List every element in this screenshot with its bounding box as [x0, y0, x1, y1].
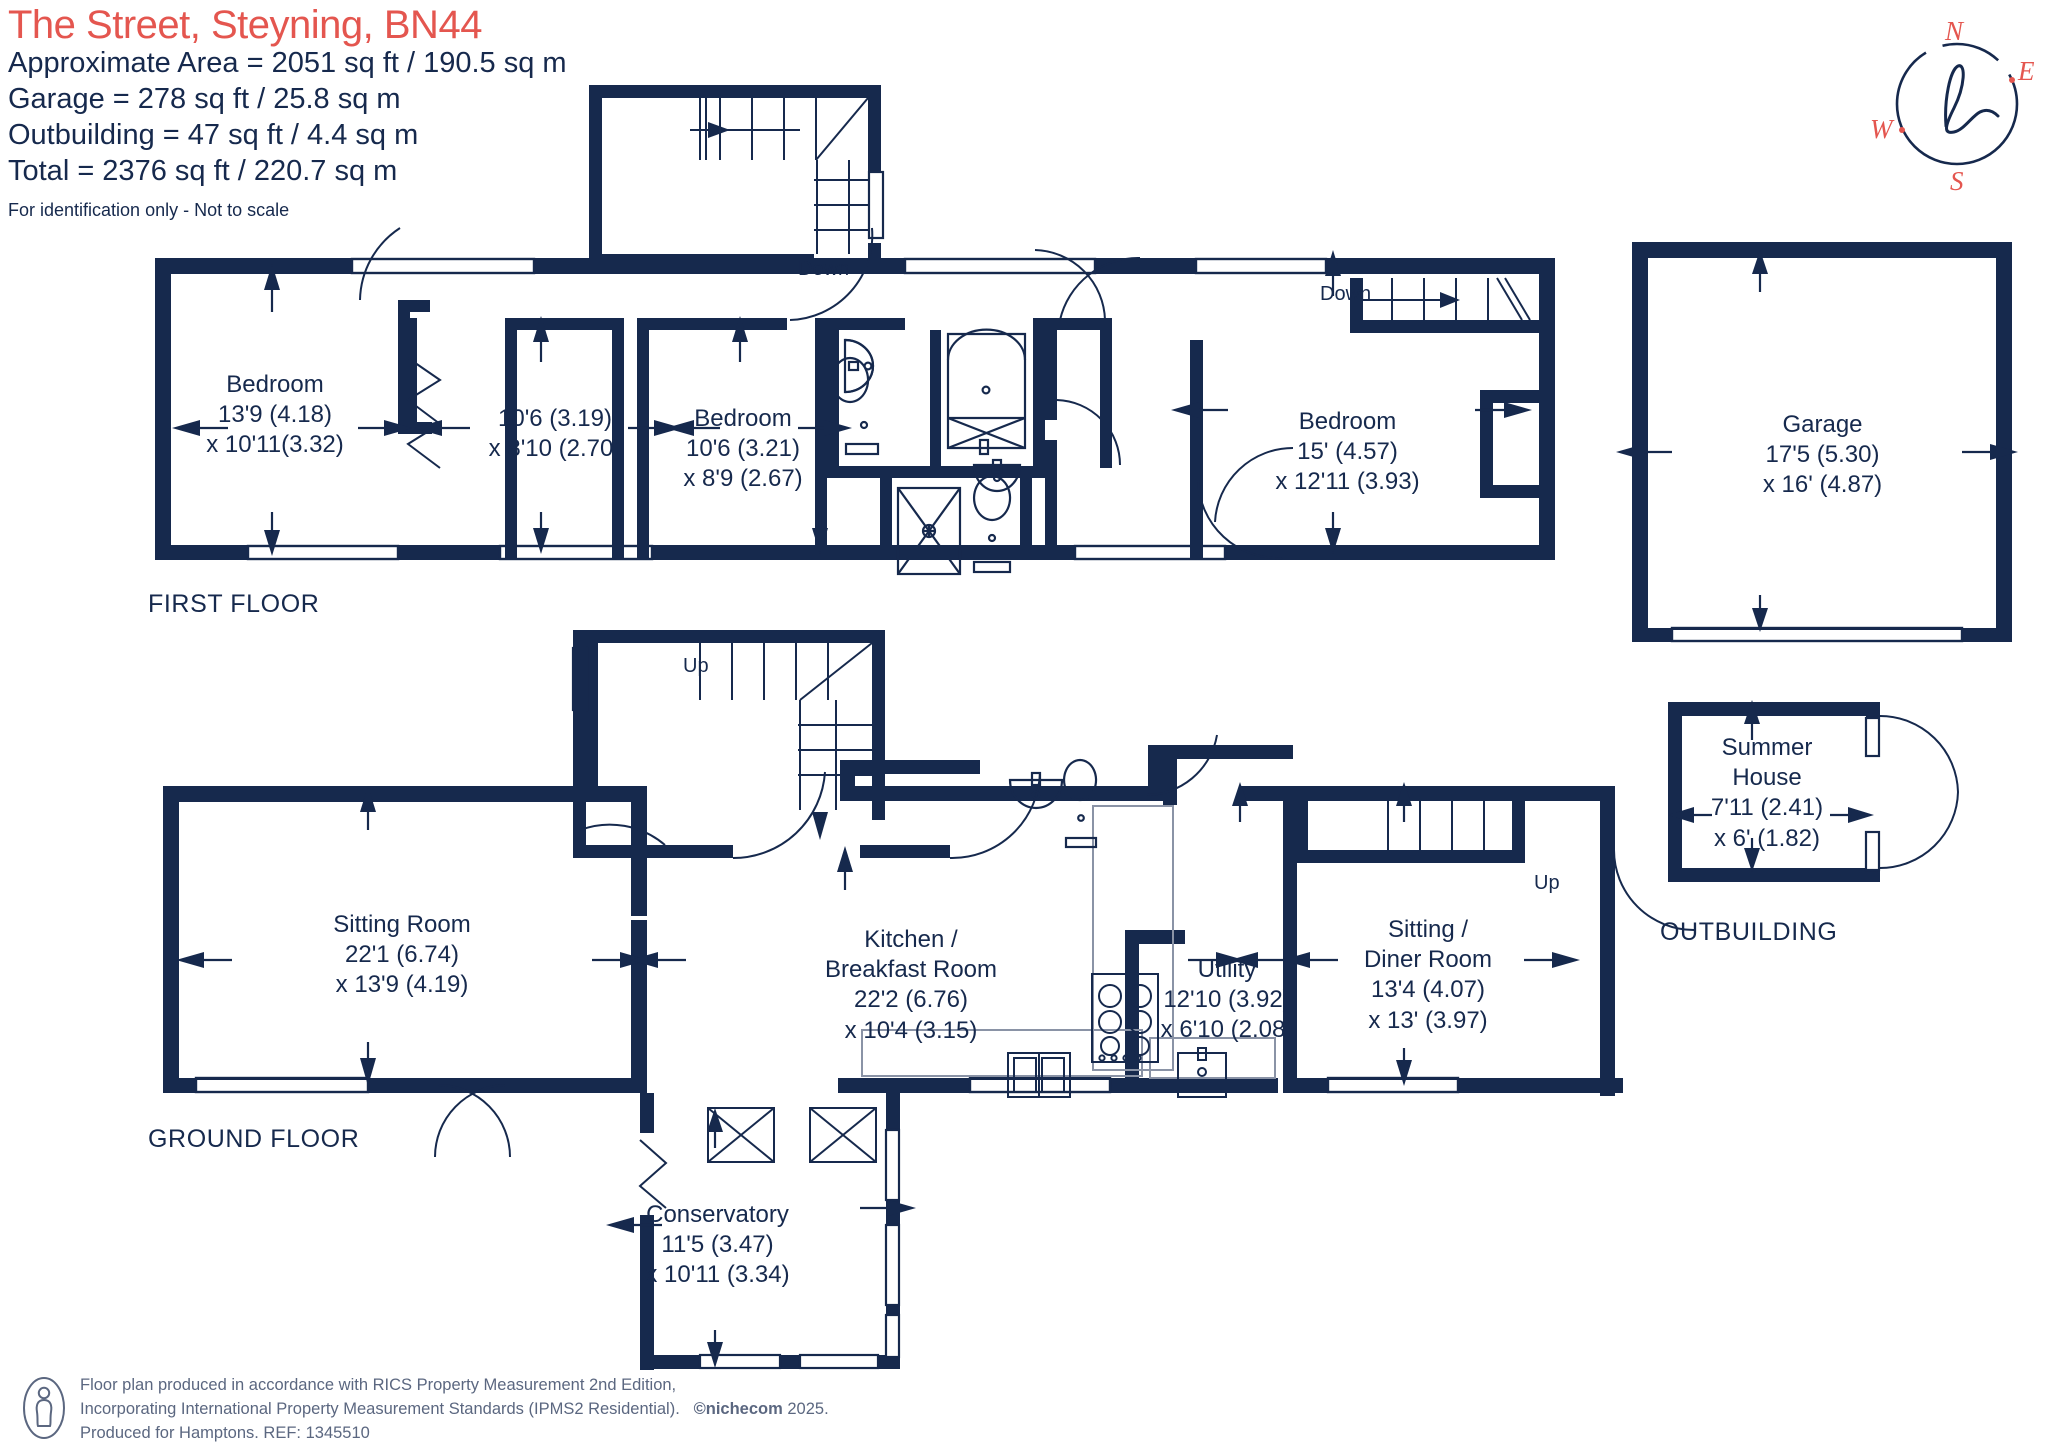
- room-dimension-imperial: 13'9 (4.18): [218, 401, 332, 429]
- room-dimension-imperial: 22'1 (6.74): [345, 941, 459, 969]
- outbuilding-caption: OUTBUILDING: [1660, 918, 1838, 946]
- room-name-line-1: Summer: [1721, 734, 1813, 761]
- room-name-line-2: Breakfast Room: [824, 956, 998, 984]
- room-name: Bedroom: [694, 405, 792, 432]
- hob-icon: [1091, 973, 1159, 1063]
- conservatory-roof-panels: [707, 1107, 877, 1163]
- person-icon: [23, 1377, 65, 1439]
- compass-south-label: S: [1950, 166, 1964, 196]
- utility-sink-icon: [1177, 1047, 1227, 1098]
- stair-label-down-right: Down: [1320, 283, 1372, 305]
- room-label-kitchen-breakfast: Kitchen / Breakfast Room 22'2 (6.76) x 1…: [795, 925, 1027, 1046]
- footer-block: Floor plan produced in accordance with R…: [22, 1374, 1122, 1445]
- room-dimension-metric: x 10'4 (3.15): [844, 1016, 978, 1044]
- ground-floor-caption: GROUND FLOOR: [148, 1125, 360, 1153]
- stair-label-up-left: Up: [683, 655, 709, 677]
- room-dimension-imperial: 15' (4.57): [1297, 438, 1398, 466]
- footer-brand-nichecom: ©nichecom: [693, 1399, 783, 1418]
- room-dimension-metric: x 8'10 (2.70): [488, 435, 622, 463]
- room-label-bedroom-2: Bedroom 10'6 (3.21) x 8'9 (2.67): [643, 404, 843, 495]
- compass-west-label: W: [1870, 114, 1895, 144]
- room-dimension-imperial: 11'5 (3.47): [661, 1231, 774, 1259]
- area-line-garage: Garage = 278 sq ft / 25.8 sq m: [8, 83, 401, 116]
- room-name: Garage: [1782, 411, 1863, 438]
- room-dimension-metric: x 8'9 (2.67): [683, 465, 803, 493]
- disclaimer-text: For identification only - Not to scale: [8, 200, 290, 221]
- room-label-bedroom-1: Bedroom 13'9 (4.18) x 10'11(3.32): [170, 370, 380, 461]
- compass-north-label: N: [1944, 16, 1965, 46]
- room-label-sitting-diner: Sitting / Diner Room 13'4 (4.07) x 13' (…: [1328, 915, 1528, 1036]
- room-name: Bedroom: [226, 371, 324, 398]
- room-dimension-metric: x 6'10 (2.08): [1160, 1016, 1294, 1044]
- dimension-arrows: [172, 250, 2018, 1368]
- header-block: The Street, Steyning, BN44 Approximate A…: [8, 4, 1208, 221]
- room-label-conservatory: Conservatory 11'5 (3.47) x 10'11 (3.34): [610, 1200, 825, 1291]
- room-label-utility: Utility 12'10 (3.92) x 6'10 (2.08): [1142, 955, 1312, 1046]
- area-line-approximate: Approximate Area = 2051 sq ft / 190.5 sq…: [8, 47, 567, 80]
- room-dimension-imperial: 10'6 (3.19): [498, 405, 612, 432]
- footer-line-3: Produced for Hamptons. REF: 1345510: [80, 1423, 370, 1442]
- first-floor-caption: FIRST FLOOR: [148, 590, 320, 618]
- room-dimension-metric: x 10'11(3.32): [206, 431, 344, 459]
- room-dimension-metric: x 13' (3.97): [1368, 1006, 1488, 1034]
- stair-label-up-right: Up: [1534, 872, 1560, 894]
- room-dimension-imperial: 10'6 (3.21): [686, 435, 800, 463]
- room-name: Bedroom: [1298, 408, 1397, 435]
- room-dimension-imperial: 17'5 (5.30): [1765, 441, 1880, 469]
- footer-standards-text: Incorporating International Property Mea…: [80, 1399, 680, 1418]
- area-line-outbuilding: Outbuilding = 47 sq ft / 4.4 sq m: [8, 119, 419, 152]
- sink-icon: [1007, 1052, 1071, 1098]
- footer-line-1: Floor plan produced in accordance with R…: [80, 1376, 677, 1394]
- room-name-line-2: House: [1732, 764, 1802, 792]
- room-dimension-imperial: 12'10 (3.92): [1163, 986, 1291, 1014]
- area-line-total: Total = 2376 sq ft / 220.7 sq m: [8, 155, 398, 188]
- walls-group: [155, 85, 2012, 1370]
- room-name: Utility: [1197, 956, 1257, 983]
- room-dimension-metric: x 6' (1.82): [1714, 824, 1820, 852]
- page-title: The Street, Steyning, BN44: [8, 3, 482, 47]
- stair-label-down-left: Down: [798, 258, 850, 280]
- room-name: Sitting Room: [333, 911, 471, 938]
- cloakroom-fixtures: [1008, 758, 1098, 849]
- room-name-line-2: Diner Room: [1363, 946, 1493, 974]
- room-dimension-metric: x 12'11 (3.93): [1275, 468, 1420, 496]
- room-dimension-imperial: 7'11 (2.41): [1710, 794, 1824, 822]
- room-dimension-imperial: 22'2 (6.76): [854, 986, 968, 1014]
- room-label-sitting-room: Sitting Room 22'1 (6.74) x 13'9 (4.19): [288, 910, 516, 1001]
- footer-line-2: Incorporating International Property Mea…: [80, 1398, 829, 1422]
- room-label-summer-house: Summer House 7'11 (2.41) x 6' (1.82): [1672, 733, 1862, 854]
- compass-east-label: E: [2017, 56, 2035, 86]
- room-label-garage: Garage 17'5 (5.30) x 16' (4.87): [1715, 410, 1930, 501]
- room-dimension-imperial: 13'4 (4.07): [1371, 976, 1485, 1004]
- room-dimension-metric: x 10'11 (3.34): [645, 1261, 790, 1289]
- room-label-landing: 10'6 (3.19) x 8'10 (2.70): [455, 404, 655, 464]
- room-label-bedroom-3: Bedroom 15' (4.57) x 12'11 (3.93): [1240, 407, 1455, 498]
- room-name-line-1: Kitchen /: [864, 926, 958, 953]
- room-name-line-1: Sitting /: [1387, 916, 1469, 943]
- room-dimension-metric: x 13'9 (4.19): [335, 971, 469, 999]
- bathroom-fixtures: [830, 328, 1027, 576]
- room-name: Conservatory: [646, 1201, 789, 1228]
- footer-year: 2025.: [787, 1399, 829, 1418]
- compass-rose: N E S W: [1870, 16, 2035, 196]
- room-dimension-metric: x 16' (4.87): [1762, 471, 1883, 499]
- kitchen-fixtures: [861, 805, 1276, 1079]
